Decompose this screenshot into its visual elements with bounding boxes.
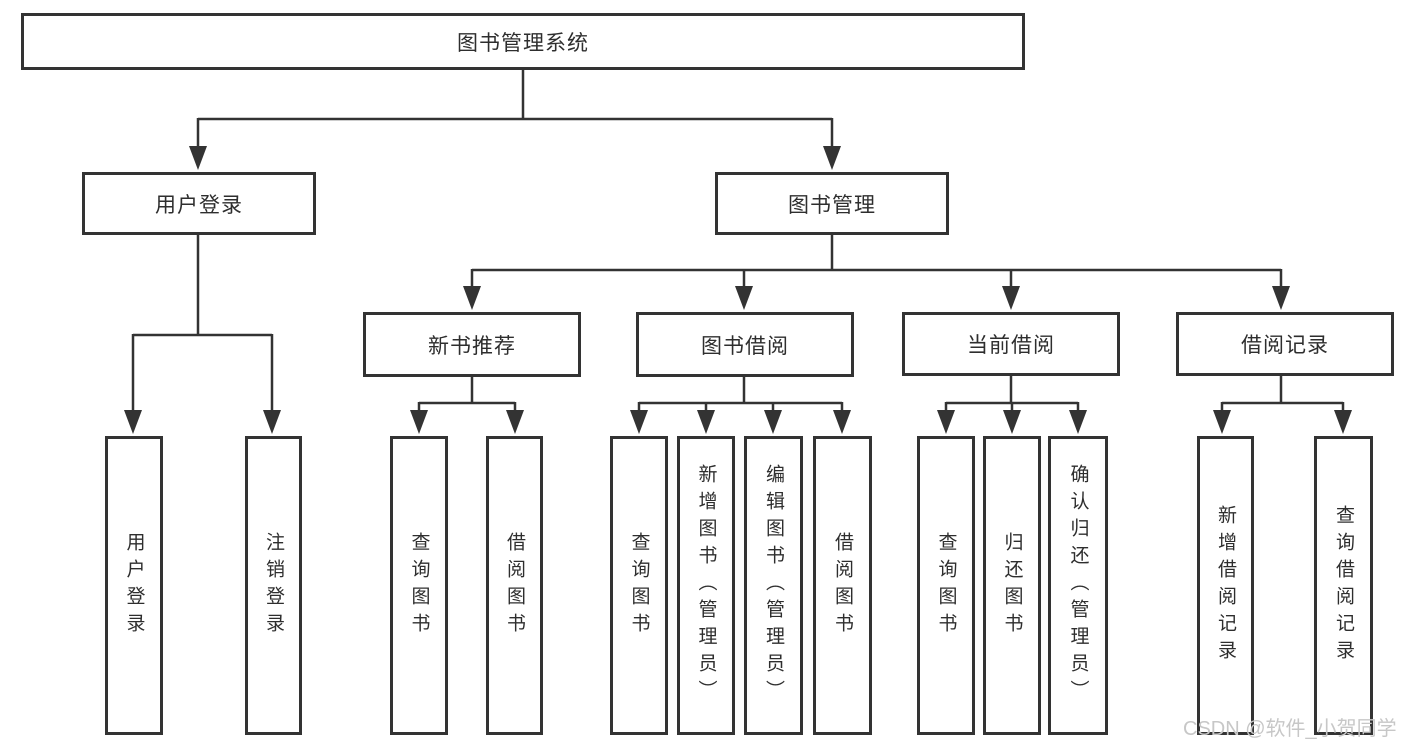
leaf-confirm-return-admin: 确认归还（管理员） [1048, 436, 1108, 735]
leaf-add-borrow-record: 新增借阅记录 [1197, 436, 1254, 735]
csdn-watermark: CSDN @软件_小贺同学 [1183, 718, 1397, 740]
leaf-user-login: 用户登录 [105, 436, 163, 735]
leaf-add-book-admin: 新增图书（管理员） [677, 436, 735, 735]
node-book-borrowing: 图书借阅 [636, 312, 854, 377]
leaf-logout-label: 注销登录 [263, 531, 284, 640]
node-current-borrowing: 当前借阅 [902, 312, 1120, 376]
leaf-user-login-label: 用户登录 [123, 531, 145, 640]
node-new-book-recommend-label: 新书推荐 [428, 334, 516, 358]
node-root-system: 图书管理系统 [21, 13, 1025, 70]
node-book-borrowing-label: 图书借阅 [701, 334, 789, 358]
leaf-borrow-books-1-label: 借阅图书 [504, 531, 525, 640]
node-user-login: 用户登录 [82, 172, 316, 235]
leaf-borrow-books-1: 借阅图书 [486, 436, 543, 735]
leaf-borrow-books-2-label: 借阅图书 [832, 531, 853, 640]
leaf-return-book: 归还图书 [983, 436, 1041, 735]
node-root-label: 图书管理系统 [457, 31, 589, 55]
leaf-query-books-1-label: 查询图书 [408, 531, 430, 640]
node-borrowing-records: 借阅记录 [1176, 312, 1394, 376]
leaf-query-books-2-label: 查询图书 [628, 531, 650, 640]
leaf-logout: 注销登录 [245, 436, 302, 735]
node-current-borrowing-label: 当前借阅 [967, 334, 1055, 357]
leaf-query-books-3: 查询图书 [917, 436, 975, 735]
leaf-add-book-admin-label: 新增图书（管理员） [695, 464, 717, 707]
node-new-book-recommend: 新书推荐 [363, 312, 581, 377]
leaf-borrow-books-2: 借阅图书 [813, 436, 872, 735]
leaf-query-borrow-record: 查询借阅记录 [1314, 436, 1373, 735]
leaf-edit-book-admin-label: 编辑图书（管理员） [763, 464, 784, 707]
node-book-management: 图书管理 [715, 172, 949, 235]
leaf-query-books-2: 查询图书 [610, 436, 668, 735]
leaf-query-books-3-label: 查询图书 [935, 531, 957, 640]
node-book-management-label: 图书管理 [788, 193, 876, 217]
leaf-return-book-label: 归还图书 [1001, 531, 1023, 640]
leaf-query-borrow-record-label: 查询借阅记录 [1333, 504, 1354, 667]
leaf-query-books-1: 查询图书 [390, 436, 448, 735]
node-borrowing-records-label: 借阅记录 [1241, 334, 1329, 357]
leaf-confirm-return-admin-label: 确认归还（管理员） [1067, 464, 1089, 707]
leaf-edit-book-admin: 编辑图书（管理员） [744, 436, 803, 735]
node-user-login-label: 用户登录 [155, 193, 243, 217]
leaf-add-borrow-record-label: 新增借阅记录 [1215, 504, 1236, 667]
